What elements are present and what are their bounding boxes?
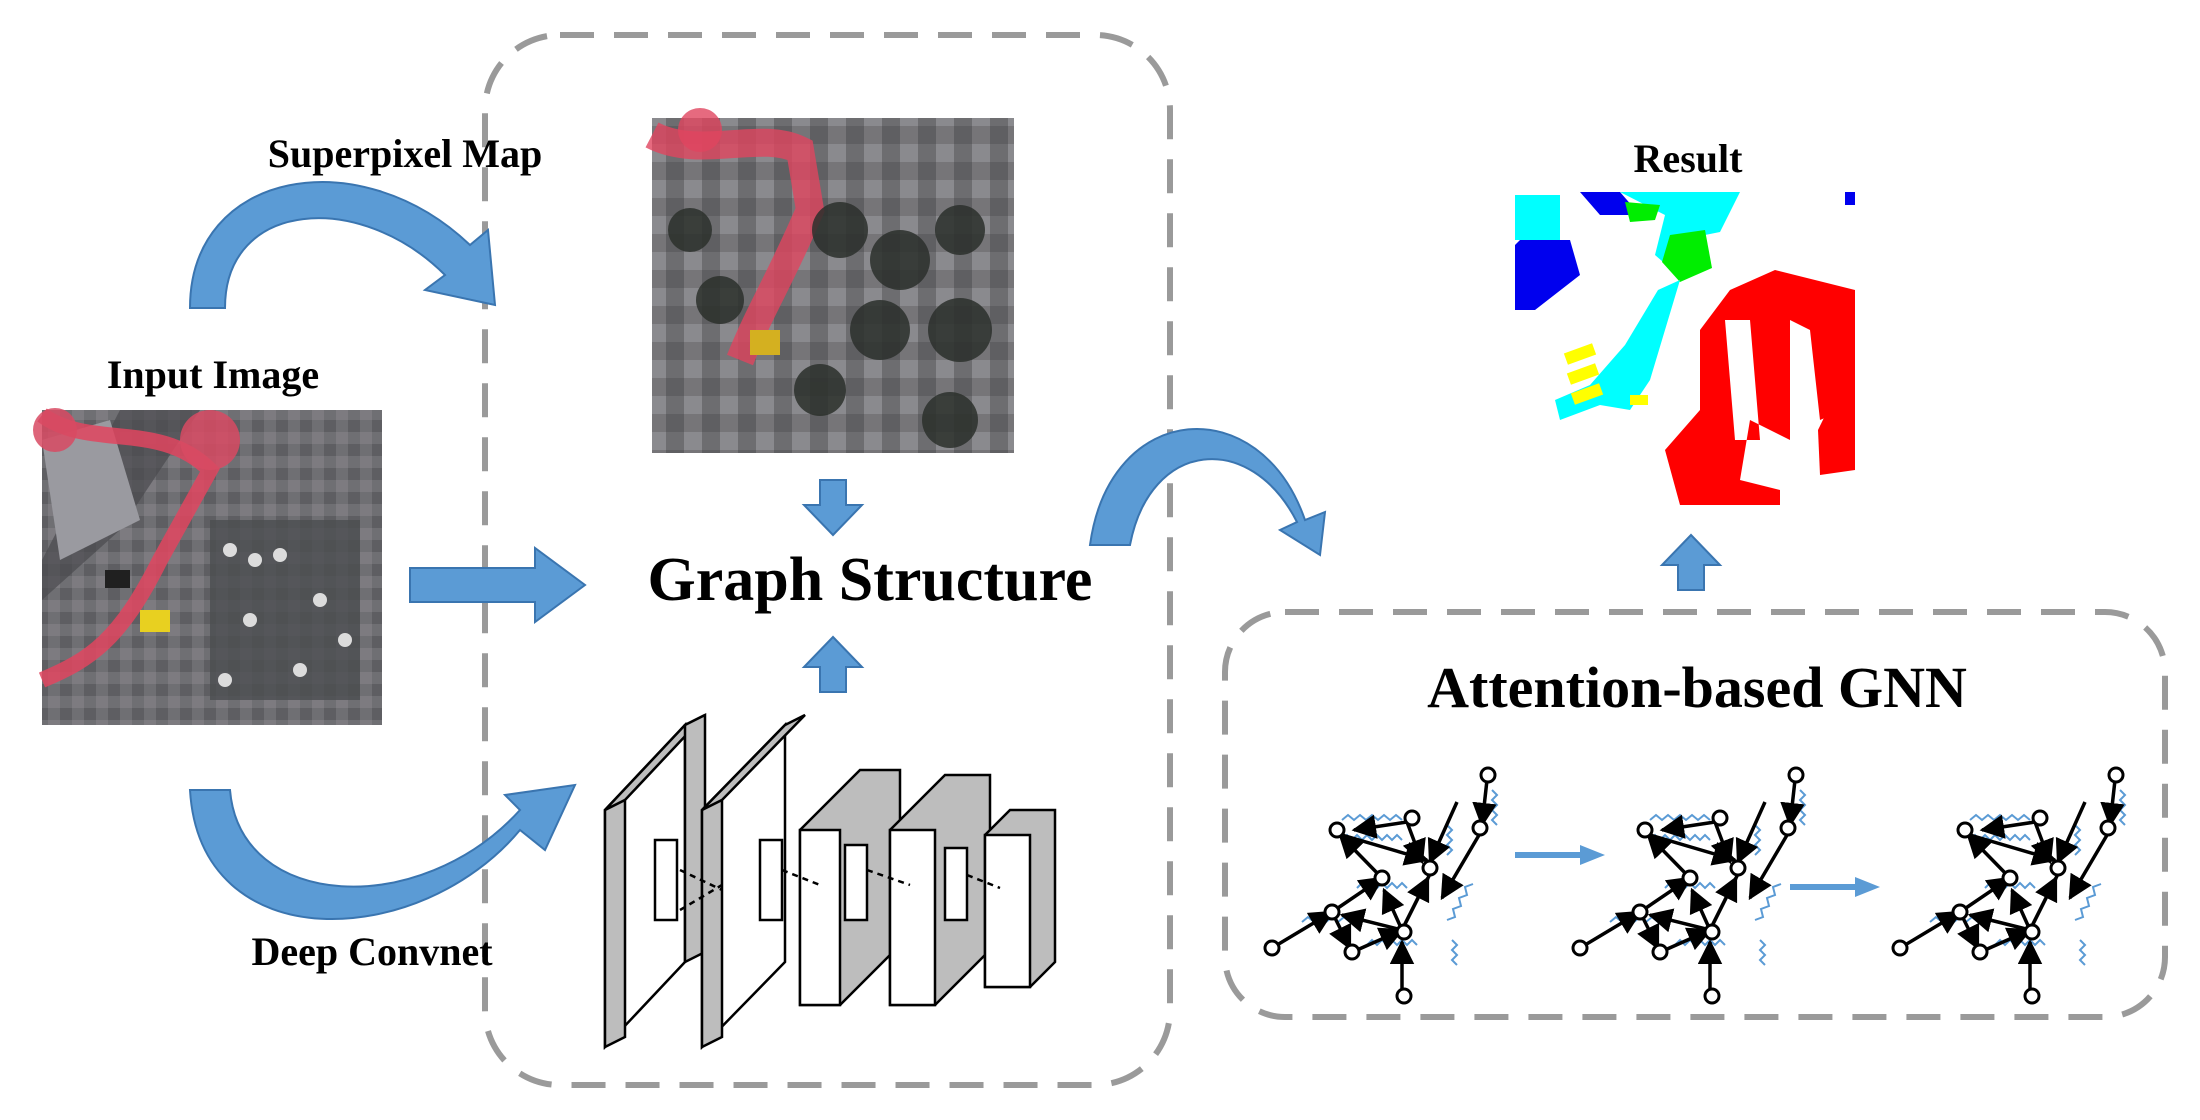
attention-gnn-dashed-box bbox=[1222, 609, 2168, 1020]
deep-convnet-label: Deep Convnet bbox=[251, 929, 493, 974]
input-image bbox=[33, 408, 382, 725]
gnn-graph-1 bbox=[1265, 768, 1497, 1003]
graph-structure-label: Graph Structure bbox=[648, 546, 1093, 614]
input-to-superpixel-curve-arrow bbox=[188, 181, 497, 309]
result-image bbox=[1515, 192, 1855, 507]
superpixel-to-graph-arrow bbox=[801, 479, 865, 537]
deep-convnet bbox=[603, 712, 1057, 1051]
superpixel-map bbox=[645, 108, 1014, 453]
superpixel-map-label: Superpixel Map bbox=[268, 131, 542, 176]
gnn-step-arrow-2 bbox=[1790, 877, 1880, 897]
input-to-convnet-curve-arrow bbox=[188, 783, 577, 920]
convnet-to-graph-arrow bbox=[801, 635, 865, 693]
input-to-graph-arrow bbox=[409, 546, 587, 624]
gnn-step-arrow-1 bbox=[1515, 845, 1605, 865]
attention-gnn-label: Attention-based GNN bbox=[1427, 655, 1967, 720]
gnn-graph-3 bbox=[1893, 768, 2125, 1003]
graph-structure-dashed-box bbox=[482, 32, 1173, 1088]
input-image-label: Input Image bbox=[107, 352, 319, 397]
graph-to-gnn-curve-arrow bbox=[1088, 427, 1327, 557]
gnn-graph-2 bbox=[1573, 768, 1805, 1003]
gnn-to-result-arrow bbox=[1659, 533, 1723, 591]
result-label: Result bbox=[1634, 136, 1744, 181]
